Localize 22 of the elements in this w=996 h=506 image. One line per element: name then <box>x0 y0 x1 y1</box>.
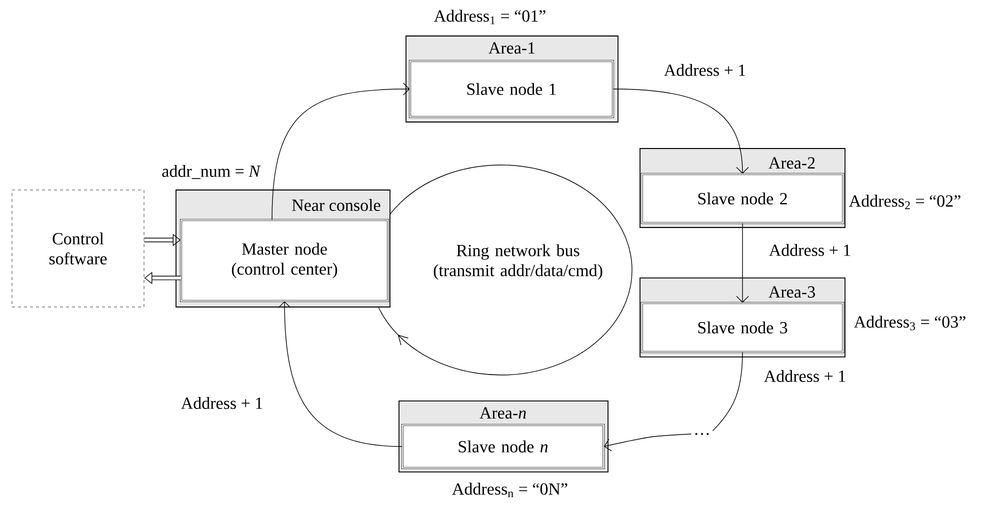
address-label: Address$_{3}$ = “03” <box>854 316 966 330</box>
arrow <box>736 222 749 303</box>
arrow <box>604 434 692 452</box>
node-box: Slave node 1 <box>409 60 614 118</box>
software-box: Control software <box>12 190 144 308</box>
node-box: Master node (control center) <box>180 219 389 302</box>
edge-label: Address + 1 <box>662 63 748 77</box>
address-label: addr_num = N <box>162 165 261 179</box>
node-box: Slave node n <box>401 424 605 469</box>
arrow <box>278 301 402 447</box>
ellipsis-text: … <box>695 432 709 435</box>
address-label: Address$_{1}$ = “01” <box>434 10 546 24</box>
node-box: Slave node 3 <box>640 302 844 353</box>
edge-label: Address + 1 <box>180 396 264 410</box>
address-label: Address$_{2}$ = “02” <box>849 194 960 210</box>
arrow <box>612 88 749 174</box>
edge-label: Address + 1 <box>762 369 848 383</box>
arrow <box>272 82 410 220</box>
address-label: Address$_{n}$ = “0N” <box>452 482 568 498</box>
ring-label: Ring network bus (transmit addr/data/cmd) <box>434 244 602 280</box>
node-box: Slave node 2 <box>640 173 844 224</box>
edge-label: Address + 1 <box>768 243 852 257</box>
